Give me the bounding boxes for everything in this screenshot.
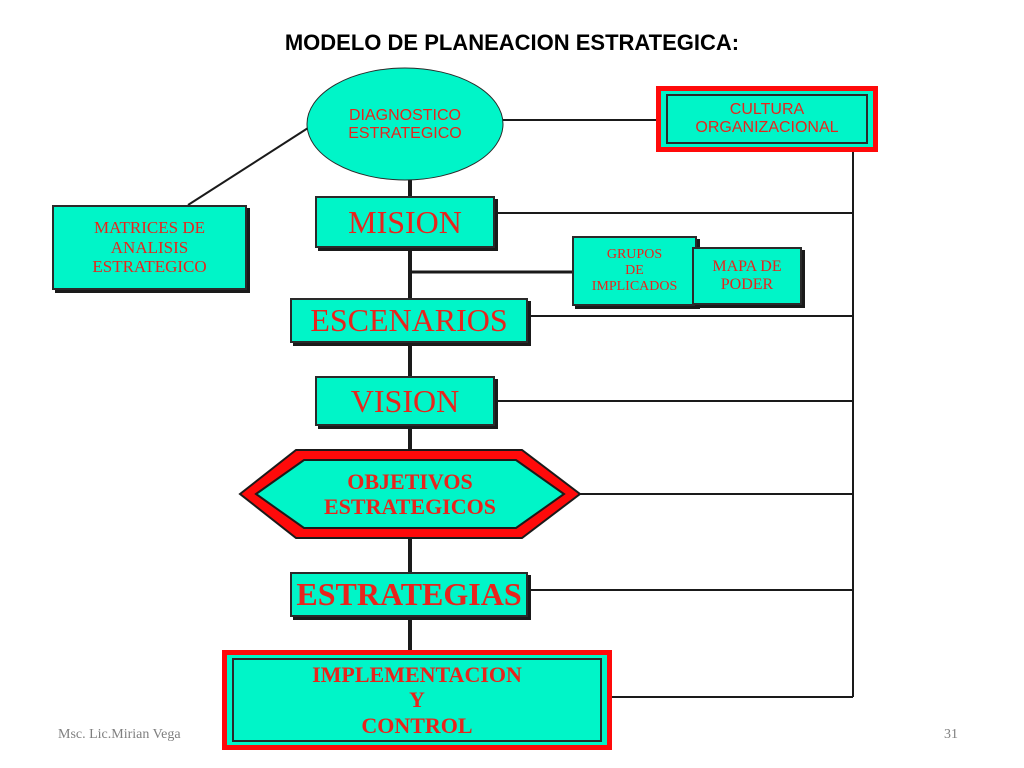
page-title: MODELO DE PLANEACION ESTRATEGICA: — [284, 30, 740, 55]
node-vision: VISION — [315, 376, 495, 426]
node-cultura: CULTURA ORGANIZACIONAL — [656, 86, 878, 152]
footer-author: Msc. Lic.Mirian Vega — [58, 727, 181, 742]
link-diagnostico-matrices — [187, 127, 309, 206]
node-grupos: GRUPOS DE IMPLICADOS — [572, 236, 697, 306]
node-estrategias: ESTRATEGIAS — [290, 572, 528, 617]
implementacion-label: IMPLEMENTACION Y CONTROL — [232, 658, 602, 742]
node-objetivos: OBJETIVOS ESTRATEGICOS — [324, 468, 496, 519]
cultura-label: CULTURA ORGANIZACIONAL — [666, 94, 868, 144]
node-mision: MISION — [315, 196, 495, 248]
node-mapa: MAPA DE PODER — [692, 247, 802, 305]
footer-page-number: 31 — [944, 727, 958, 742]
objetivos-hexagon-inner — [254, 459, 566, 529]
node-escenarios: ESCENARIOS — [290, 298, 528, 343]
node-implementacion: IMPLEMENTACION Y CONTROL — [222, 650, 612, 750]
node-matrices: MATRICES DE ANALISIS ESTRATEGICO — [52, 205, 247, 290]
diagnostico-ellipse — [306, 67, 504, 181]
node-diagnostico: DIAGNOSTICO ESTRATEGICO — [348, 106, 462, 142]
